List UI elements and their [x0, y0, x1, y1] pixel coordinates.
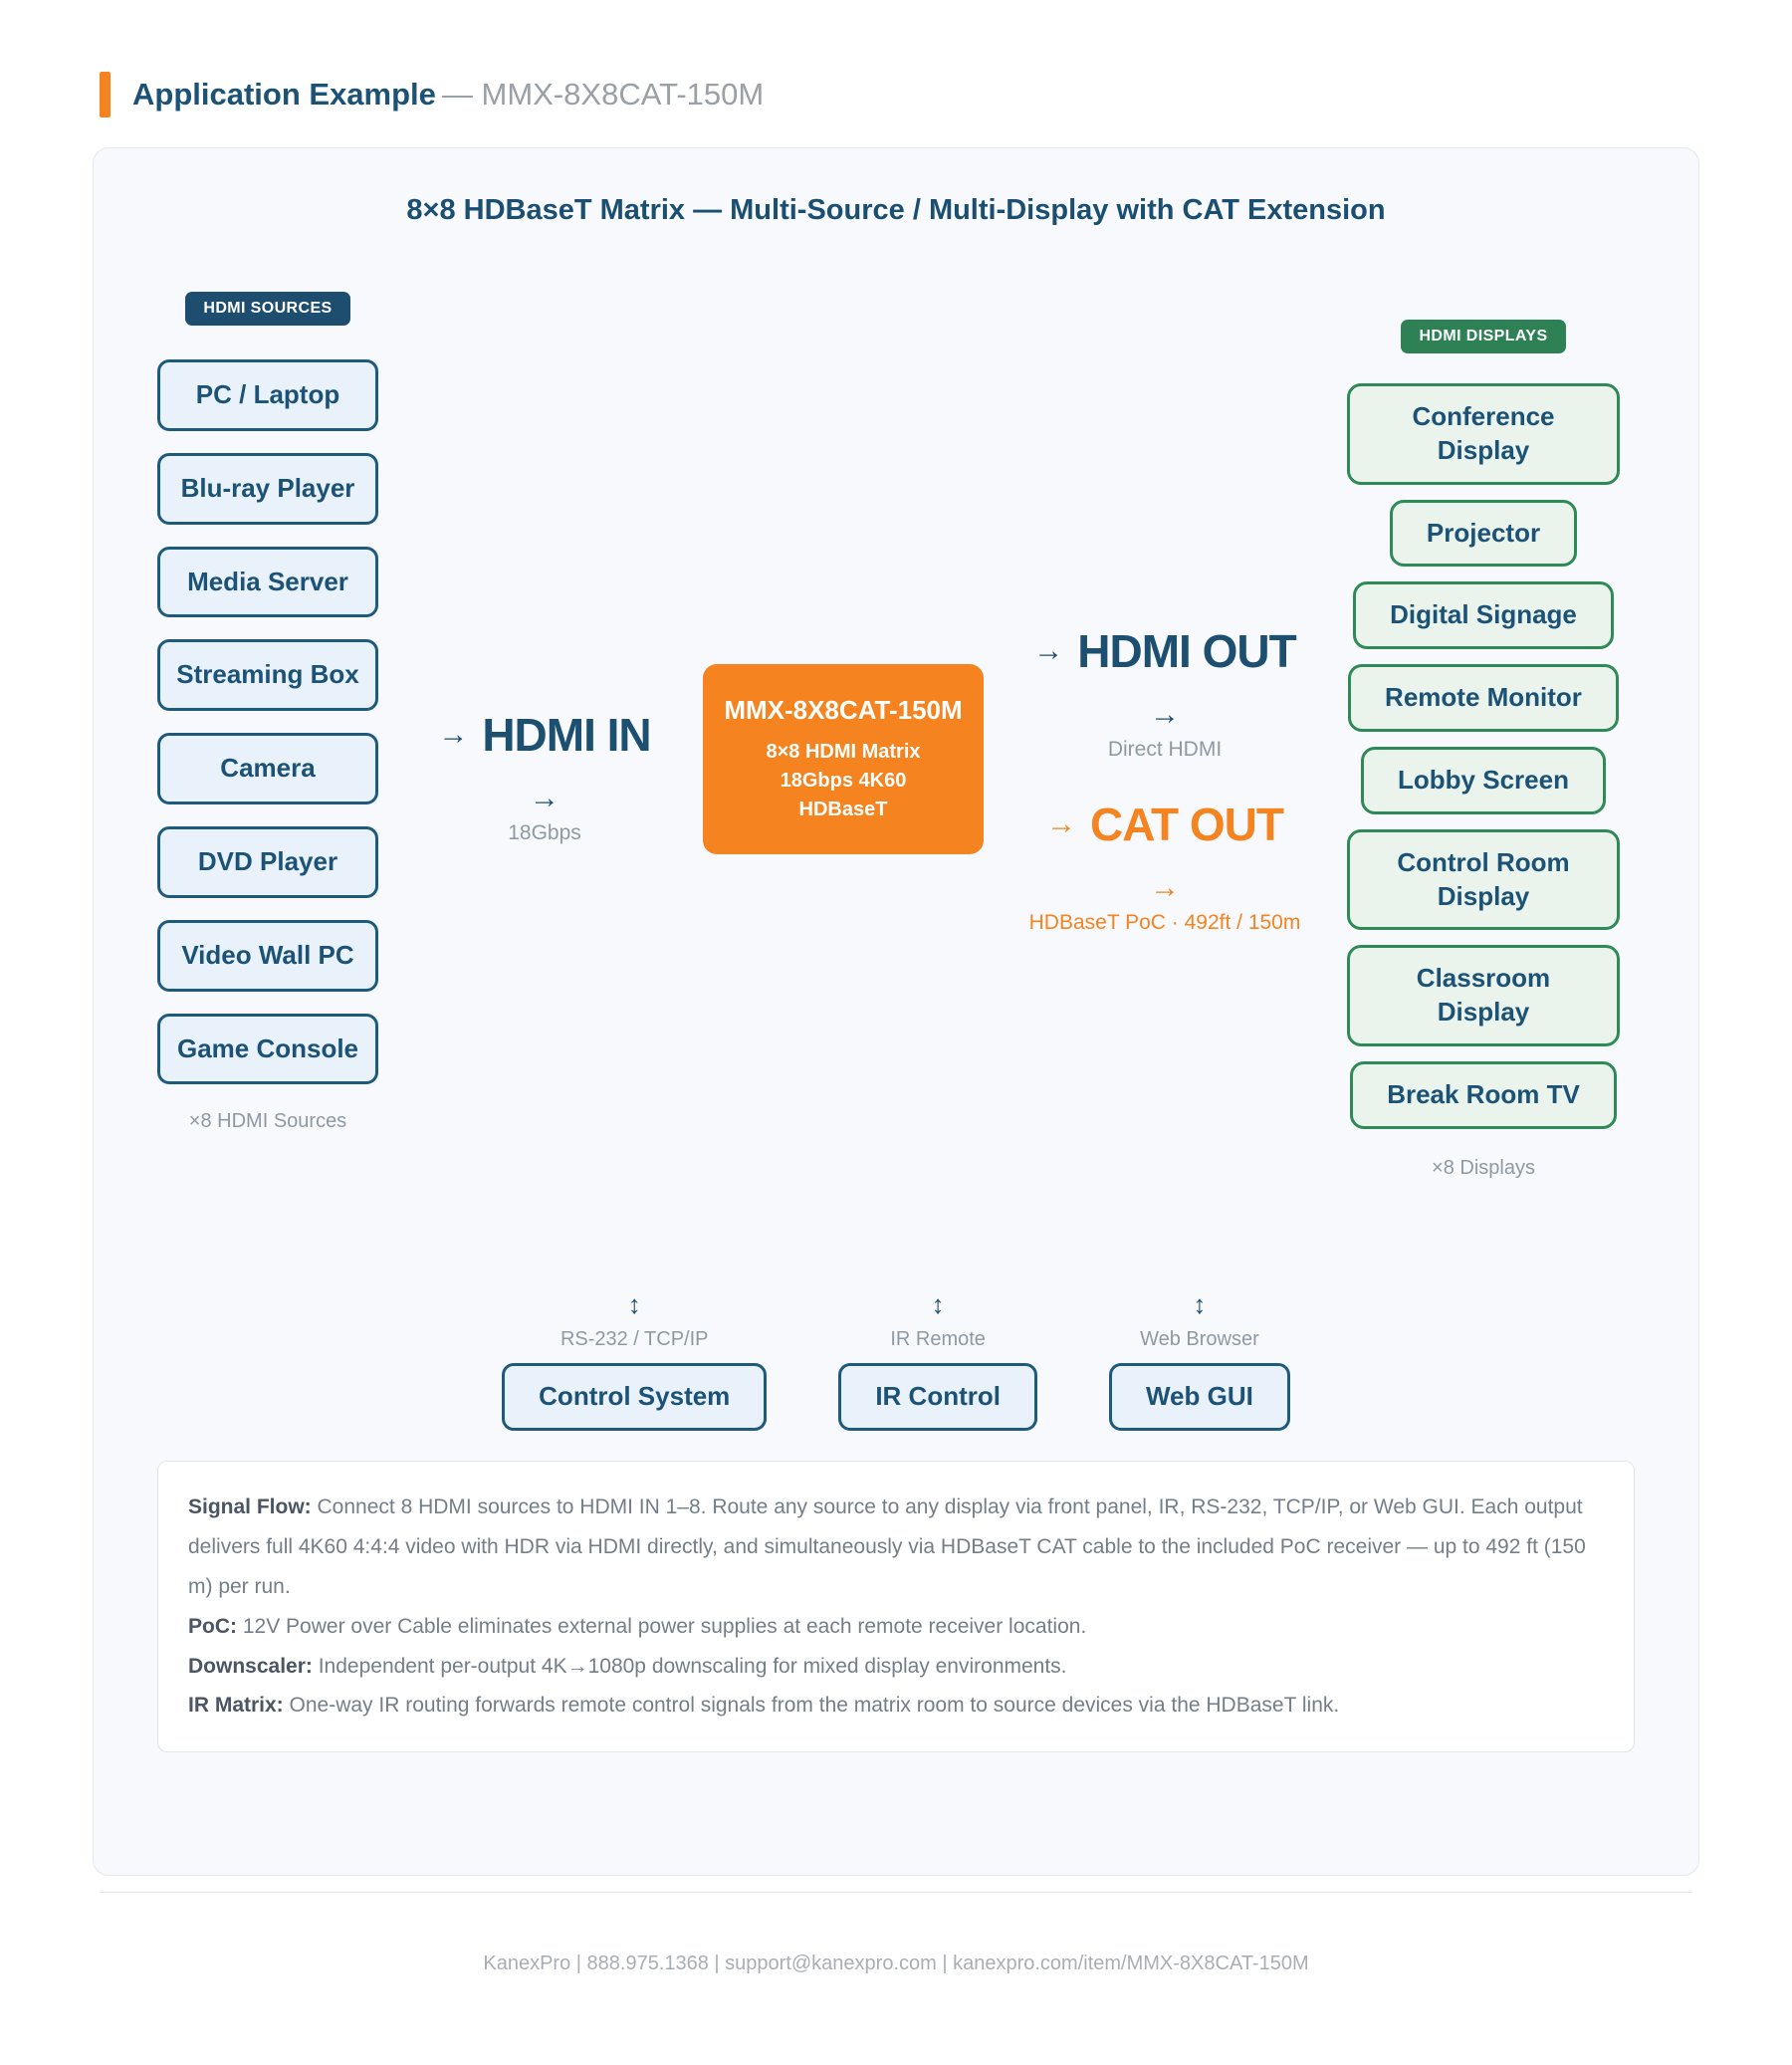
note-text: 12V Power over Cable eliminates external… [242, 1614, 1087, 1638]
note-label: Downscaler: [188, 1654, 313, 1678]
note-label: Signal Flow: [188, 1495, 312, 1518]
source-box: Camera [157, 733, 378, 804]
up-down-arrow-icon: ↕ [1193, 1289, 1207, 1319]
outputs-group: → HDMI OUT → Direct HDMI → CAT OUT → HDB… [1015, 624, 1314, 935]
source-box: Media Server [157, 546, 378, 618]
matrix-spec-line: HDBaseT [798, 798, 888, 820]
matrix-spec-line: 18Gbps 4K60 [780, 769, 907, 792]
control-group: ↕ IR Remote IR Control [838, 1289, 1037, 1431]
display-box: Classroom Display [1347, 945, 1620, 1046]
hdmi-out-label: HDMI OUT [1077, 625, 1296, 677]
footer-divider [100, 1892, 1692, 1893]
source-box: Streaming Box [157, 639, 378, 712]
diagram-title: 8×8 HDBaseT Matrix — Multi-Source / Mult… [406, 194, 1386, 226]
control-box: IR Control [838, 1363, 1037, 1431]
note-line: Downscaler: Independent per-output 4K→10… [188, 1647, 1604, 1687]
diagram-panel: 8×8 HDBaseT Matrix — Multi-Source / Mult… [93, 147, 1699, 1876]
display-box: Break Room TV [1350, 1060, 1617, 1129]
sources-caption: ×8 HDMI Sources [188, 1110, 347, 1133]
displays-badge: HDMI DISPLAYS [1401, 320, 1566, 353]
control-group: ↕ Web Browser Web GUI [1108, 1289, 1290, 1431]
control-via-label: Web Browser [1140, 1328, 1259, 1350]
note-line: Signal Flow: Connect 8 HDMI sources to H… [188, 1488, 1604, 1607]
cat-out-label: CAT OUT [1089, 799, 1284, 850]
control-via-label: RS-232 / TCP/IP [560, 1328, 709, 1350]
hdmi-in-sublabel: 18Gbps [508, 821, 581, 844]
cat-out-heading: → CAT OUT [1015, 798, 1314, 851]
display-box: Conference Display [1347, 383, 1620, 485]
display-box: Projector [1389, 499, 1578, 568]
right-arrow-icon: → [438, 718, 469, 751]
right-arrow-icon: → [1045, 807, 1076, 840]
display-box: Lobby Screen [1361, 746, 1606, 814]
right-arrow-icon: → [1033, 634, 1064, 667]
source-box: Game Console [157, 1013, 378, 1085]
page-title-main: Application Example [132, 77, 436, 112]
hdmi-in-group: → HDMI IN → 18Gbps [400, 708, 689, 845]
display-box: Remote Monitor [1348, 664, 1619, 732]
sources-badge: HDMI SOURCES [185, 292, 350, 326]
note-label: IR Matrix: [188, 1694, 284, 1718]
hdmi-in-heading: → HDMI IN [400, 708, 689, 762]
control-via-label: IR Remote [890, 1328, 986, 1350]
matrix-model-label: MMX-8X8CAT-150M [724, 695, 963, 725]
display-box: Control Room Display [1347, 828, 1620, 931]
right-arrow-icon: → [1150, 871, 1180, 904]
cat-out-group: → CAT OUT → HDBaseT PoC · 492ft / 150m [1015, 798, 1314, 935]
hdmi-out-heading: → HDMI OUT [1015, 624, 1314, 678]
note-label: PoC: [188, 1614, 237, 1638]
controls-row: ↕ RS-232 / TCP/IP Control System ↕ IR Re… [94, 1289, 1698, 1431]
right-arrow-icon: → [1150, 698, 1180, 731]
source-box: Blu-ray Player [157, 452, 378, 525]
control-group: ↕ RS-232 / TCP/IP Control System [502, 1289, 768, 1431]
right-arrow-icon: → [530, 782, 560, 814]
up-down-arrow-icon: ↕ [931, 1289, 945, 1319]
note-text: Connect 8 HDMI sources to HDMI IN 1–8. R… [188, 1495, 1586, 1598]
page-title-model: — MMX-8X8CAT-150M [441, 77, 765, 112]
displays-caption: ×8 Displays [1432, 1156, 1535, 1179]
control-box: Web GUI [1108, 1363, 1290, 1431]
source-box: PC / Laptop [157, 359, 378, 431]
page-header: Application Example— MMX-8X8CAT-150M [0, 0, 1792, 117]
matrix-spec-line: 8×8 HDMI Matrix [766, 740, 921, 763]
note-line: PoC: 12V Power over Cable eliminates ext… [188, 1607, 1604, 1647]
source-box: DVD Player [157, 825, 378, 898]
control-box: Control System [502, 1363, 768, 1431]
header-accent-bar [100, 72, 111, 117]
source-box: Video Wall PC [157, 919, 378, 992]
hdmi-out-group: → HDMI OUT → Direct HDMI [1015, 624, 1314, 762]
notes-box: Signal Flow: Connect 8 HDMI sources to H… [157, 1461, 1635, 1753]
note-text: One-way IR routing forwards remote contr… [289, 1694, 1340, 1718]
up-down-arrow-icon: ↕ [627, 1289, 641, 1319]
page-title: Application Example— MMX-8X8CAT-150M [132, 77, 764, 113]
matrix-device-box: MMX-8X8CAT-150M 8×8 HDMI Matrix 18Gbps 4K… [703, 664, 984, 854]
note-line: IR Matrix: One-way IR routing forwards r… [188, 1686, 1604, 1725]
display-box: Digital Signage [1353, 581, 1614, 650]
hdmi-out-sublabel: Direct HDMI [1107, 738, 1223, 761]
page-footer: KanexPro | 888.975.1368 | support@kanexp… [483, 1952, 1309, 1974]
cat-out-sublabel: HDBaseT PoC · 492ft / 150m [1028, 911, 1301, 934]
hdmi-in-label: HDMI IN [482, 709, 651, 761]
note-text: Independent per-output 4K→1080p downscal… [318, 1654, 1067, 1678]
